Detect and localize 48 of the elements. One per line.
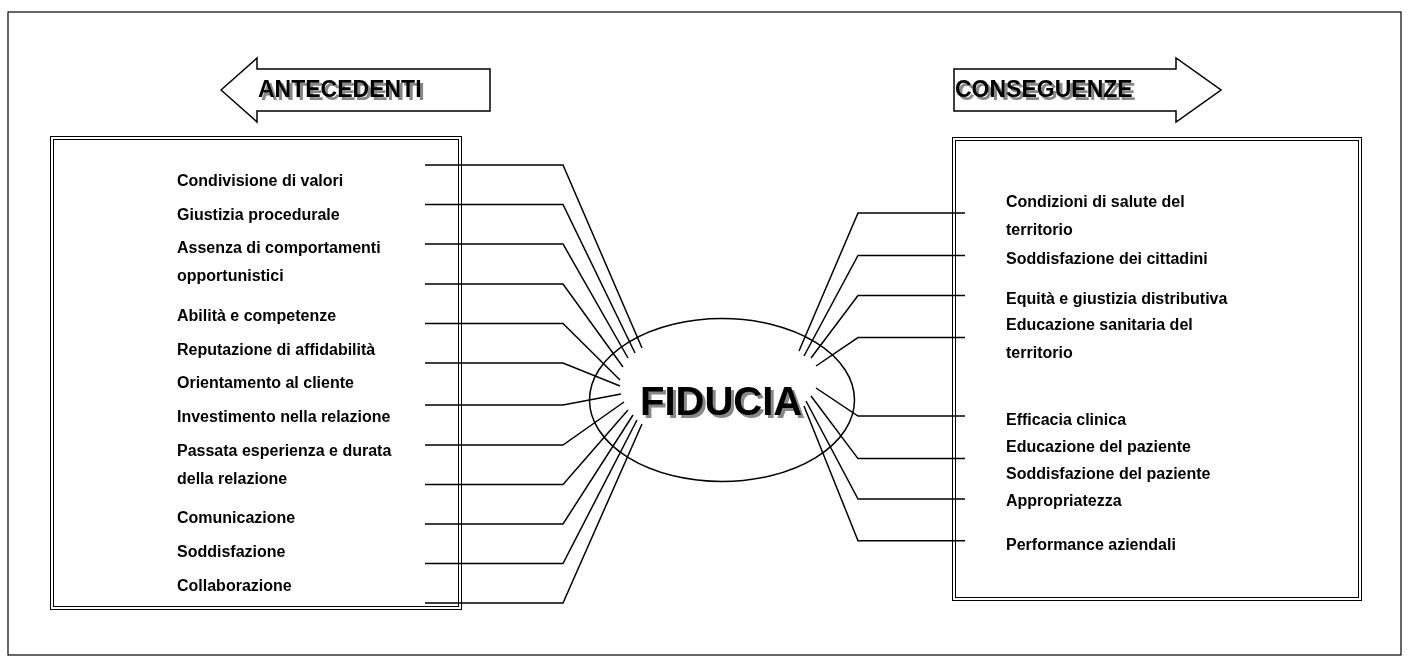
connector-line <box>815 387 966 417</box>
list-item: Giustizia procedurale <box>177 205 341 225</box>
node-label: ANTECEDENTI <box>258 76 422 103</box>
connector-line <box>798 212 966 352</box>
connector-line <box>803 254 966 357</box>
list-item: Abilità e competenze <box>177 306 338 326</box>
connector-line <box>424 401 625 446</box>
connector-line <box>810 294 966 359</box>
connector-line <box>424 203 636 354</box>
block-arrow <box>952 56 1222 124</box>
connector-line <box>424 423 643 604</box>
ellipse <box>588 317 856 483</box>
list-item: Educazione del paziente <box>1006 437 1192 457</box>
connector-line <box>424 362 621 387</box>
list-item: Performance aziendali <box>1006 535 1177 555</box>
connector-line <box>810 395 966 460</box>
connector-line <box>424 393 622 406</box>
list-item: Passata esperienza e durata della relazione <box>177 441 393 489</box>
connector-line <box>424 243 629 359</box>
connector-line <box>424 409 629 486</box>
list-item: Soddisfazione dei cittadini <box>1006 249 1209 269</box>
connector-line <box>815 336 966 367</box>
list-item: Efficacia clinica <box>1006 410 1128 430</box>
connector-line <box>424 164 643 349</box>
list-item: Condivisione di valori <box>177 171 345 191</box>
list-box <box>50 136 462 610</box>
list-item: Investimento nella relazione <box>177 407 392 427</box>
list-item: Appropriatezza <box>1006 491 1123 511</box>
list-item: Soddisfazione del paziente <box>1006 464 1212 484</box>
connector-line <box>424 283 624 368</box>
list-item: Collaborazione <box>177 576 293 596</box>
list-item: Comunicazione <box>177 508 297 528</box>
node-label: CONSEGUENZE <box>955 76 1133 103</box>
connector-line <box>424 322 621 381</box>
list-item: Educazione sanitaria del territorio <box>1006 315 1194 363</box>
list-item: Equità e giustizia distributiva <box>1006 289 1229 309</box>
node-label: FIDUCIA <box>640 379 803 424</box>
list-item: Assenza di comportamenti opportunistici <box>177 238 382 286</box>
list-box <box>952 137 1362 601</box>
block-arrow <box>220 56 492 124</box>
connector-line <box>805 400 966 500</box>
connector-line <box>803 405 966 542</box>
connector-line <box>424 414 634 525</box>
list-item: Condizioni di salute del territorio <box>1006 192 1186 240</box>
list-item: Soddisfazione <box>177 542 287 562</box>
list-item: Orientamento al cliente <box>177 373 355 393</box>
connector-line <box>424 419 638 565</box>
list-item: Reputazione di affidabilità <box>177 340 377 360</box>
